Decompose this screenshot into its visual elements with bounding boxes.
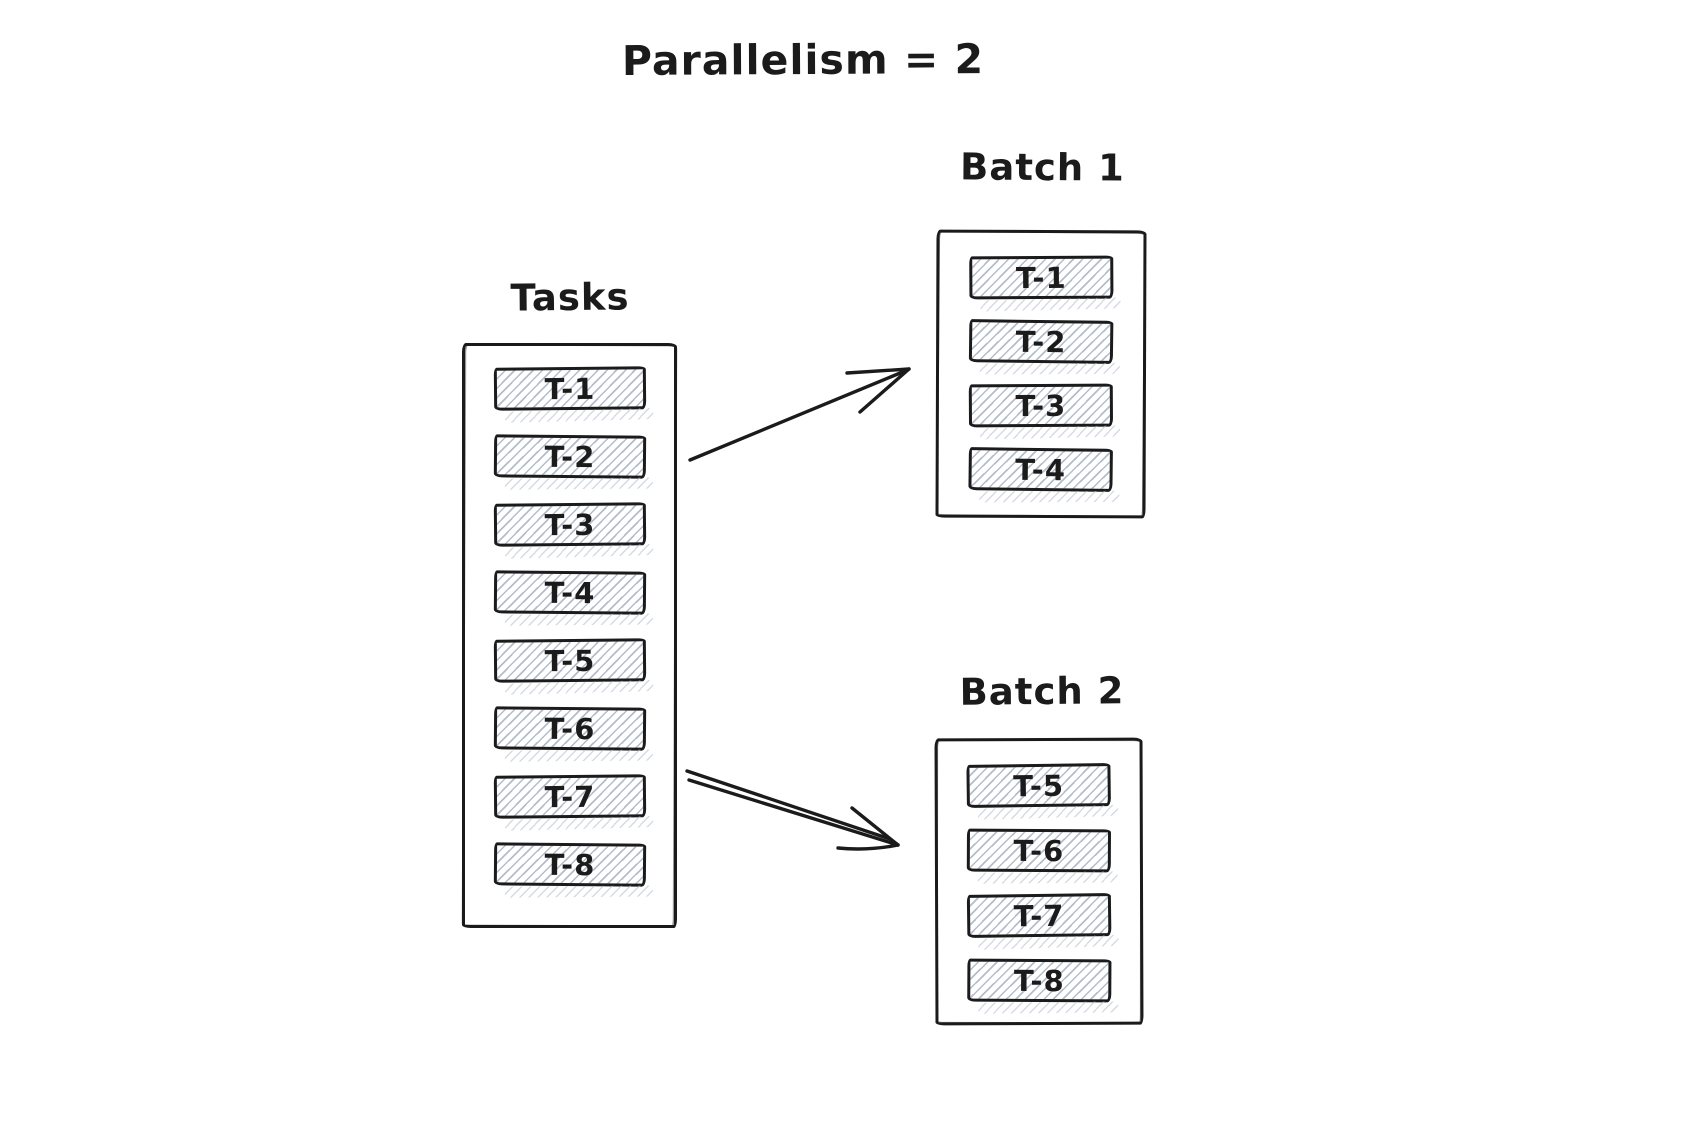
task-chip: T-7 <box>493 774 646 819</box>
task-chip: T-2 <box>493 434 646 479</box>
task-chip: T-1 <box>969 255 1114 300</box>
batch1-label: Batch 1 <box>959 145 1126 190</box>
task-chip: T-8 <box>493 842 646 887</box>
task-chip: T-7 <box>966 893 1112 938</box>
diagram-title: Parallelism = 2 <box>621 35 985 85</box>
task-chip: T-2 <box>968 319 1114 364</box>
task-chip: T-5 <box>493 638 646 683</box>
task-chip: T-6 <box>966 828 1112 873</box>
task-chip: T-6 <box>493 706 646 751</box>
task-chip: T-3 <box>493 502 646 547</box>
task-chip: T-3 <box>968 383 1114 428</box>
arrow-tasks-to-batch2 <box>685 769 900 851</box>
task-chip: T-4 <box>493 570 646 615</box>
task-chip: T-1 <box>493 366 646 411</box>
batch2-label: Batch 2 <box>959 669 1125 714</box>
arrow-tasks-to-batch1 <box>688 367 911 462</box>
task-chip: T-5 <box>966 763 1111 808</box>
task-chip: T-8 <box>967 958 1112 1003</box>
task-chip: T-4 <box>968 447 1113 492</box>
tasks-label: Tasks <box>510 275 630 320</box>
